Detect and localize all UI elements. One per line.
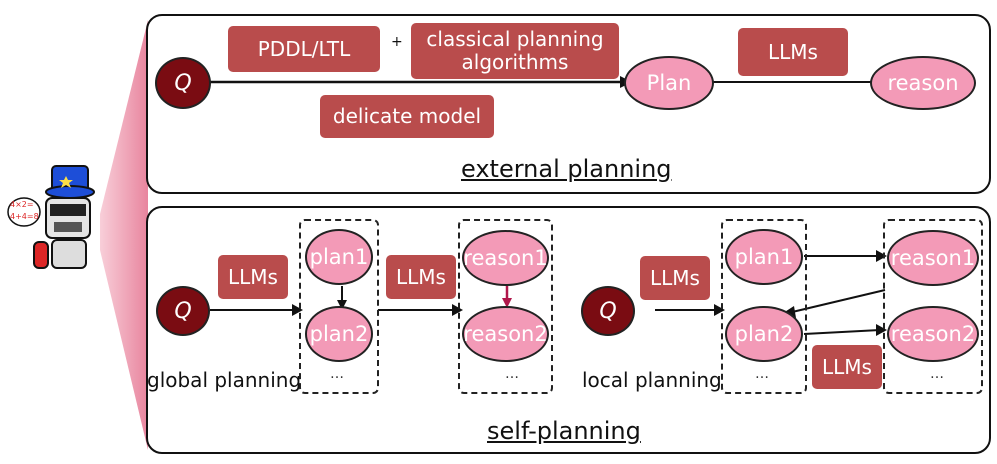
local-planning-label: local planning bbox=[582, 368, 722, 392]
global-reason-ellipsis: … bbox=[505, 366, 519, 382]
mascot-note-1: 4×2= bbox=[10, 200, 34, 209]
local-plan-group bbox=[721, 219, 807, 394]
local-llms-box-1: LLMs bbox=[640, 256, 710, 300]
mascot-robot: 4×2= 4+4=8 bbox=[6, 162, 104, 278]
global-plan-group bbox=[299, 219, 379, 394]
global-reason2-node: reason2 bbox=[462, 306, 549, 362]
local-plan1-node: plan1 bbox=[725, 229, 803, 285]
global-planning-label: global planning bbox=[147, 368, 302, 392]
self-planning-panel bbox=[146, 206, 991, 454]
local-reason-ellipsis: … bbox=[930, 366, 944, 382]
local-reason1-node: reason1 bbox=[887, 230, 979, 286]
external-reason-node: reason bbox=[870, 56, 976, 110]
local-query-node: Q bbox=[581, 286, 635, 336]
delicate-model-box: delicate model bbox=[320, 95, 494, 138]
global-reason1-node: reason1 bbox=[462, 230, 549, 286]
local-reason2-node: reason2 bbox=[887, 306, 979, 362]
external-planning-title: external planning bbox=[461, 155, 672, 183]
global-llms-box-1: LLMs bbox=[218, 255, 288, 299]
pddl-ltl-box: PDDL/LTL bbox=[228, 26, 380, 72]
global-plan1-node: plan1 bbox=[305, 229, 373, 285]
classical-planning-box: classical planning algorithms bbox=[411, 23, 619, 79]
local-reason-group bbox=[883, 219, 983, 394]
global-plan2-node: plan2 bbox=[305, 306, 373, 362]
local-llms-box-2: LLMs bbox=[812, 345, 882, 389]
local-plan2-node: plan2 bbox=[725, 306, 803, 362]
plus-sign: + bbox=[391, 34, 403, 50]
local-plan-ellipsis: … bbox=[755, 366, 769, 382]
mascot-note-2: 4+4=8 bbox=[10, 212, 39, 221]
external-llms-box: LLMs bbox=[738, 28, 848, 76]
self-planning-title: self-planning bbox=[487, 417, 641, 445]
global-llms-box-2: LLMs bbox=[386, 255, 456, 299]
external-plan-node: Plan bbox=[624, 56, 714, 110]
external-query-node: Q bbox=[155, 57, 211, 109]
global-plan-ellipsis: … bbox=[330, 366, 344, 382]
global-reason-group bbox=[458, 219, 553, 394]
global-query-node: Q bbox=[156, 286, 210, 336]
robot-icon bbox=[7, 165, 95, 269]
